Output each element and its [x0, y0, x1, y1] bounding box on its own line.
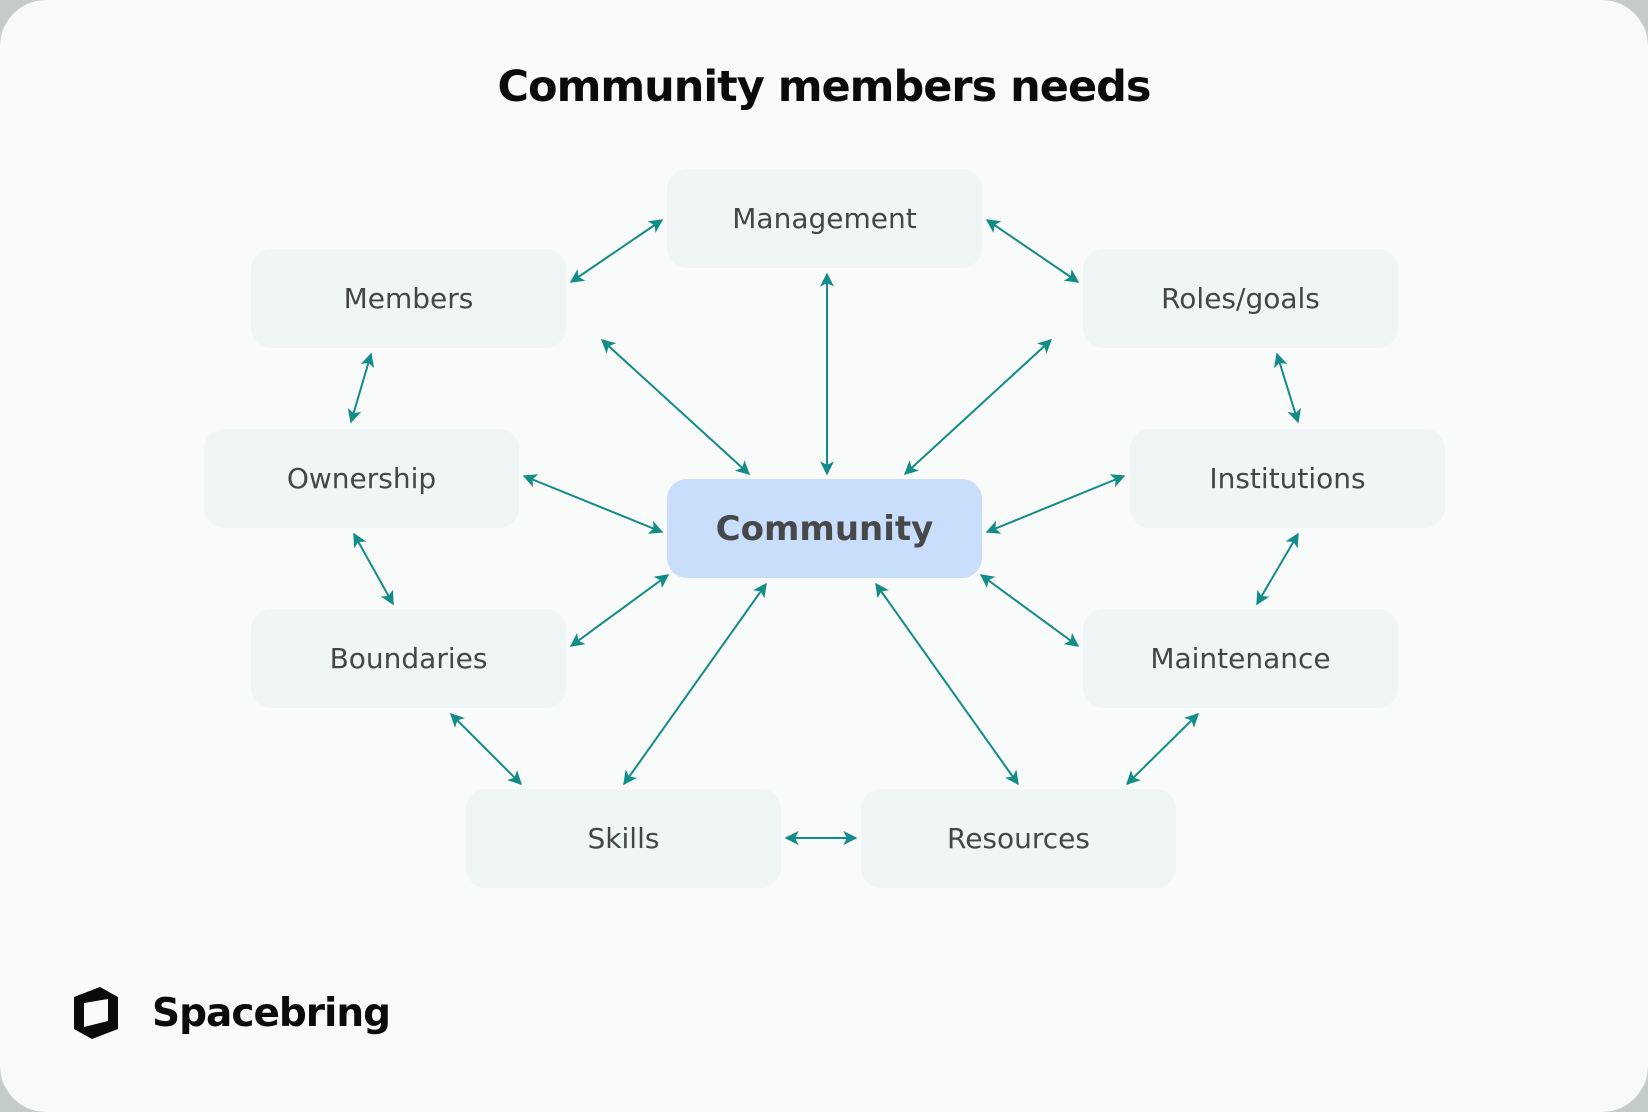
spacebring-logo-icon: [74, 987, 118, 1039]
node-maintenance: Maintenance: [1083, 609, 1398, 708]
node-skills: Skills: [466, 789, 781, 888]
node-management: Management: [667, 169, 982, 268]
arrow-management-roles: [985, 219, 1080, 283]
arrow-roles-community: [903, 339, 1053, 475]
arrow-maintenance-institutions: [1256, 532, 1299, 606]
node-community: Community: [667, 479, 982, 578]
arrow-members-community: [600, 339, 751, 475]
arrow-skills-community: [623, 582, 767, 786]
arrow-institutions-roles: [1274, 352, 1301, 424]
arrow-members-ownership: [347, 352, 375, 424]
arrow-ownership-boundaries: [353, 532, 394, 606]
arrow-ownership-community: [522, 474, 664, 534]
node-members: Members: [251, 249, 566, 348]
diagram-title: Community members needs: [497, 62, 1151, 112]
node-roles-goals: Roles/goals: [1083, 249, 1398, 348]
node-ownership: Ownership: [204, 429, 519, 528]
brand: Spacebring: [70, 985, 391, 1041]
arrow-maintenance-community: [979, 574, 1080, 647]
arrow-boundaries-skills: [450, 713, 522, 785]
arrow-boundaries-community: [569, 574, 670, 647]
arrow-resources-community: [875, 582, 1019, 786]
node-institutions: Institutions: [1130, 429, 1445, 528]
arrow-members-management: [569, 219, 664, 283]
arrow-institutions-community: [985, 474, 1126, 534]
node-boundaries: Boundaries: [251, 609, 566, 708]
arrow-resources-maintenance: [1126, 713, 1199, 785]
node-resources: Resources: [861, 789, 1176, 888]
brand-name: Spacebring: [152, 990, 391, 1036]
